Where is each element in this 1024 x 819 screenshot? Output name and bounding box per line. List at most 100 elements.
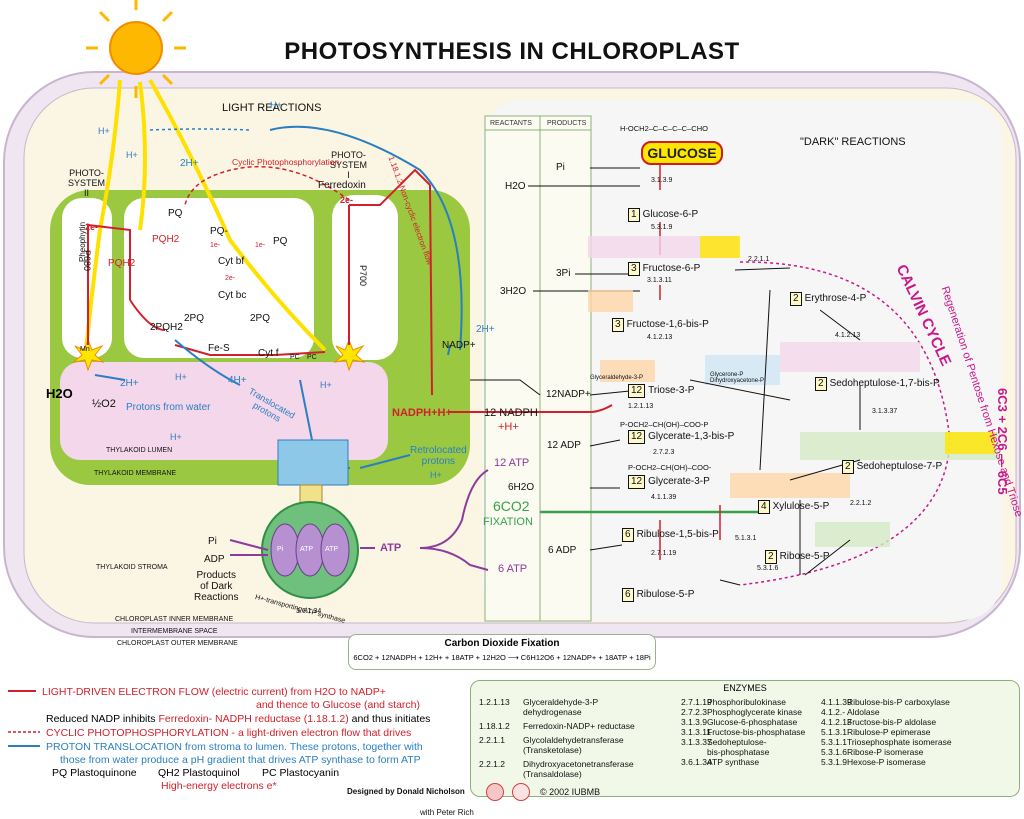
enzyme-code: 2.2.1.1 <box>479 735 505 745</box>
pc-label-2: PC <box>307 354 317 361</box>
enzyme-code: 5.1.3.1 <box>821 727 847 737</box>
enzymes-title: ENZYMES <box>723 683 767 693</box>
p680-burst <box>72 338 105 372</box>
e1-label-1: 1e- <box>210 242 221 249</box>
synthase-pi-label: Pi <box>277 546 284 553</box>
col-6adp: 6 ADP <box>548 545 577 556</box>
col-12atp: 12 ATP <box>494 457 530 469</box>
ferredoxin-label: Ferredoxin <box>318 180 366 191</box>
enzyme-code: 3.1.3.37 <box>681 737 712 747</box>
h-label-6: H+ <box>320 380 332 390</box>
col-3h2o: 3H2O <box>500 286 527 297</box>
enzyme-name: Ferredoxin-NADP+ reductase <box>523 721 635 731</box>
ec-7: 3.1.3.37 <box>872 408 898 415</box>
outer-membrane-label: CHLOROPLAST OUTER MEMBRANE <box>117 640 238 647</box>
glycerone-label: Glycerone-P Dihydroxyacetone-P <box>710 372 765 384</box>
enzyme-code: 3.1.3.9 <box>681 717 707 727</box>
two-pq-label-2: 2PQ <box>184 313 205 324</box>
stroma-label: THYLAKOID STROMA <box>96 564 168 571</box>
glucose-formula: H-OCH2–C–C–C–C–CHO <box>620 124 708 133</box>
half-o2-label: ½O2 <box>92 398 116 410</box>
thylakoid-lumen <box>60 362 388 460</box>
intermembrane-label: INTERMEMBRANE SPACE <box>131 628 218 635</box>
reactants-column <box>484 115 592 622</box>
ps2-label: PHOTO- SYSTEM II <box>68 168 106 198</box>
col-12nadp: 12NADP+ <box>546 389 591 400</box>
ec-3: 3.1.3.11 <box>647 277 672 284</box>
h-label-7: H+ <box>430 470 442 480</box>
products-dark-label: Products of Dark Reactions <box>194 570 239 603</box>
iubmb-logo-icon <box>486 783 504 801</box>
legend-line-2: Reduced NADP inhibits Ferredoxin- NADPH … <box>46 713 431 725</box>
pqh2-label: PQH2 <box>152 234 180 245</box>
col-12nadph: 12 NADPH <box>484 407 538 419</box>
enzyme-code: 4.1.2.- <box>821 707 846 717</box>
enzyme-name: Glyceraldehyde-3-P dehydrogenase <box>523 697 599 717</box>
enzyme-code: 3.1.3.11 <box>681 727 712 737</box>
credits-designed: Designed by Donald Nicholson <box>347 787 465 796</box>
ec-10: 5.3.1.6 <box>757 565 779 572</box>
page-title: PHOTOSYNTHESIS IN CHLOROPLAST <box>284 38 740 65</box>
col-fixation: FIXATION <box>483 516 533 528</box>
lumen-label: THYLAKOID LUMEN <box>106 447 173 454</box>
glycerate3-formula: P-OCH2–CH(OH)–COO- <box>628 463 712 472</box>
enzyme-code: 5.3.1.9 <box>821 757 847 767</box>
enzyme-name: Fructose-bis-P aldolase <box>847 717 937 727</box>
retrolocated-label: Retrolocated protons <box>410 445 467 467</box>
enzyme-code: 2.2.1.2 <box>479 759 505 769</box>
h-label-4: H+ <box>175 372 187 382</box>
enzyme-name: Phosphoribulokinase <box>707 697 786 707</box>
legend-line-1: LIGHT-DRIVEN ELECTRON FLOW (electric cur… <box>42 686 386 698</box>
atp-synthase <box>261 439 359 599</box>
enzyme-code: 5.3.1.1 <box>821 737 847 747</box>
col-2h: 2H+ <box>476 324 495 335</box>
enzyme-name: Sedoheptulose- bis-phosphatase <box>707 737 770 757</box>
legend-electrons: High-energy electrons e* <box>161 780 277 792</box>
col-12adp: 12 ADP <box>547 440 581 451</box>
enzyme-name: ATP synthase <box>707 757 760 767</box>
ec-13: 4.1.1.39 <box>651 494 677 501</box>
adp-label: ADP <box>204 554 225 565</box>
enzyme-name: Ribulose-P epimerase <box>847 727 931 737</box>
pc-label: PC <box>290 354 300 361</box>
ec-14: 2.7.1.19 <box>651 550 677 557</box>
two-h-label-1: 2H+ <box>180 158 199 169</box>
four-h-label: 4H+ <box>228 375 247 386</box>
credits-copyright: © 2002 IUBMB <box>540 787 601 797</box>
cyclic-label: Cyclic Photophosphorylation <box>232 157 340 167</box>
ec-1: 3.1.3.9 <box>651 177 673 184</box>
ec-4: 4.1.2.13 <box>647 334 673 341</box>
pqh2-label-2: PQH2 <box>108 258 136 269</box>
legend-pq: PQ Plastoquinone <box>52 767 137 779</box>
ec-5: 2.2.1.1 <box>748 256 770 263</box>
cyt-bc-label: Cyt bc <box>218 290 247 301</box>
nadph-h-label: NADPH+H+ <box>392 407 452 419</box>
glycerate13-formula: P-OCH2–CH(OH)–COO-P <box>620 420 709 429</box>
p700-label: P700 <box>358 265 368 287</box>
legend-qh2: QH2 Plastoquinol <box>158 767 240 779</box>
cyt-box <box>124 198 314 358</box>
col-pi: Pi <box>556 162 565 173</box>
pi-label: Pi <box>208 536 217 547</box>
p700-burst <box>333 338 366 372</box>
ec-8: 2.2.1.2 <box>850 500 872 507</box>
enzyme-name: Aldolase <box>847 707 880 717</box>
cyt-bf-label: Cyt bf <box>218 256 245 267</box>
enzyme-code: 2.7.1.19 <box>681 697 712 707</box>
cytf-label: Cyt f <box>258 348 279 359</box>
h-label-3: H+ <box>270 100 282 110</box>
enzyme-code: 4.1.2.13 <box>821 717 852 727</box>
col-h2o: H2O <box>505 181 526 192</box>
two-pq-label: 2PQ <box>250 313 271 324</box>
h-label-2: H+ <box>126 150 138 160</box>
synthase-atp-label-1: ATP <box>300 546 314 553</box>
co2-fixation-title: Carbon Dioxide Fixation <box>444 638 560 649</box>
ec-9: 5.1.3.1 <box>735 535 757 542</box>
